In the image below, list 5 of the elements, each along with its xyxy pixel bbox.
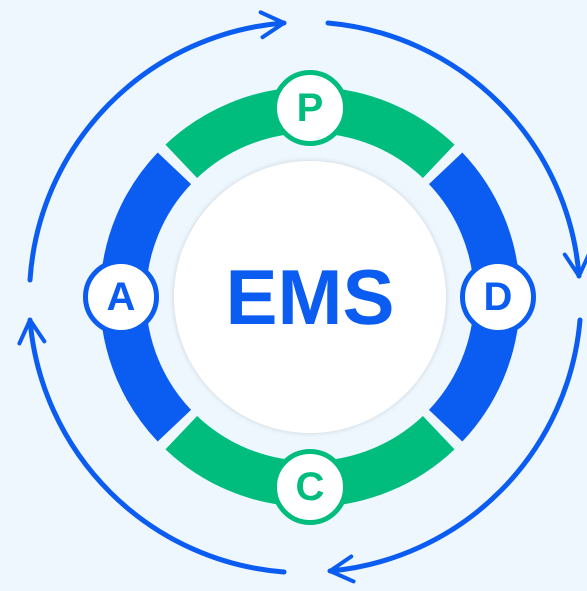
stage-letter: D xyxy=(484,277,512,317)
stage-letter: P xyxy=(296,88,324,128)
stage-letter: C xyxy=(296,467,324,507)
center-label: EMS xyxy=(225,258,395,336)
stage-letter: A xyxy=(106,277,136,317)
